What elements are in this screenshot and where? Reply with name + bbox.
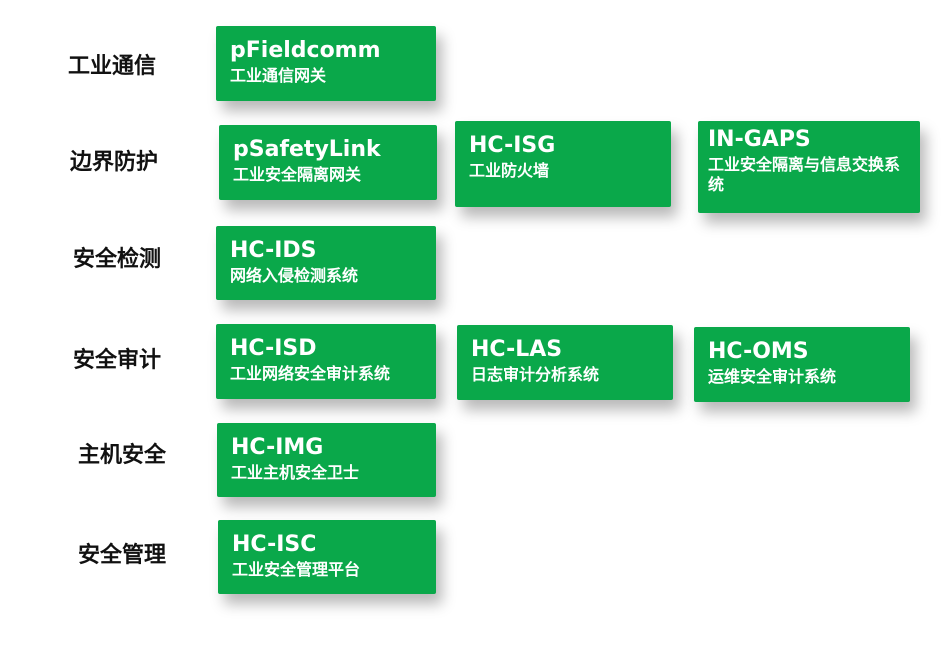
product-name: HC-ISG — [469, 133, 556, 158]
category-industrial-communication: 工业通信 — [68, 54, 157, 79]
product-card-hc-oms[interactable]: HC-OMS 运维安全审计系统 — [694, 327, 910, 402]
product-name: HC-ISC — [232, 532, 317, 557]
product-card-hc-isc[interactable]: HC-ISC 工业安全管理平台 — [218, 520, 436, 594]
product-description: 日志审计分析系统 — [471, 365, 600, 384]
product-name: HC-LAS — [471, 337, 563, 362]
product-name: HC-IMG — [231, 435, 324, 460]
category-host-security: 主机安全 — [78, 443, 167, 468]
product-card-hc-img[interactable]: HC-IMG 工业主机安全卫士 — [217, 423, 436, 497]
product-name: pFieldcomm — [230, 38, 381, 63]
product-card-psafetylink[interactable]: pSafetyLink 工业安全隔离网关 — [219, 125, 437, 200]
product-name: HC-OMS — [708, 339, 809, 364]
product-card-hc-las[interactable]: HC-LAS 日志审计分析系统 — [457, 325, 673, 400]
category-security-audit: 安全审计 — [73, 348, 162, 373]
product-description: 网络入侵检测系统 — [230, 266, 359, 285]
product-name: IN-GAPS — [708, 127, 811, 152]
product-card-hc-isg[interactable]: HC-ISG 工业防火墙 — [455, 121, 671, 207]
category-security-management: 安全管理 — [78, 543, 167, 568]
product-description: 工业安全管理平台 — [232, 560, 361, 579]
product-name: pSafetyLink — [233, 137, 381, 162]
product-description: 工业主机安全卫士 — [231, 463, 360, 482]
product-description: 运维安全审计系统 — [708, 367, 837, 386]
product-description: 工业安全隔离与信息交换系统 — [708, 155, 901, 194]
product-name: HC-ISD — [230, 336, 317, 361]
product-card-pfieldcomm[interactable]: pFieldcomm 工业通信网关 — [216, 26, 436, 101]
category-boundary-protection: 边界防护 — [70, 150, 159, 175]
product-card-hc-ids[interactable]: HC-IDS 网络入侵检测系统 — [216, 226, 436, 300]
product-description: 工业防火墙 — [469, 161, 550, 180]
product-card-hc-isd[interactable]: HC-ISD 工业网络安全审计系统 — [216, 324, 436, 399]
product-description: 工业通信网关 — [230, 66, 327, 85]
category-security-detection: 安全检测 — [73, 247, 162, 272]
product-description: 工业安全隔离网关 — [233, 165, 362, 184]
product-card-in-gaps[interactable]: IN-GAPS 工业安全隔离与信息交换系统 — [698, 121, 920, 213]
product-name: HC-IDS — [230, 238, 317, 263]
product-description: 工业网络安全审计系统 — [230, 364, 391, 383]
